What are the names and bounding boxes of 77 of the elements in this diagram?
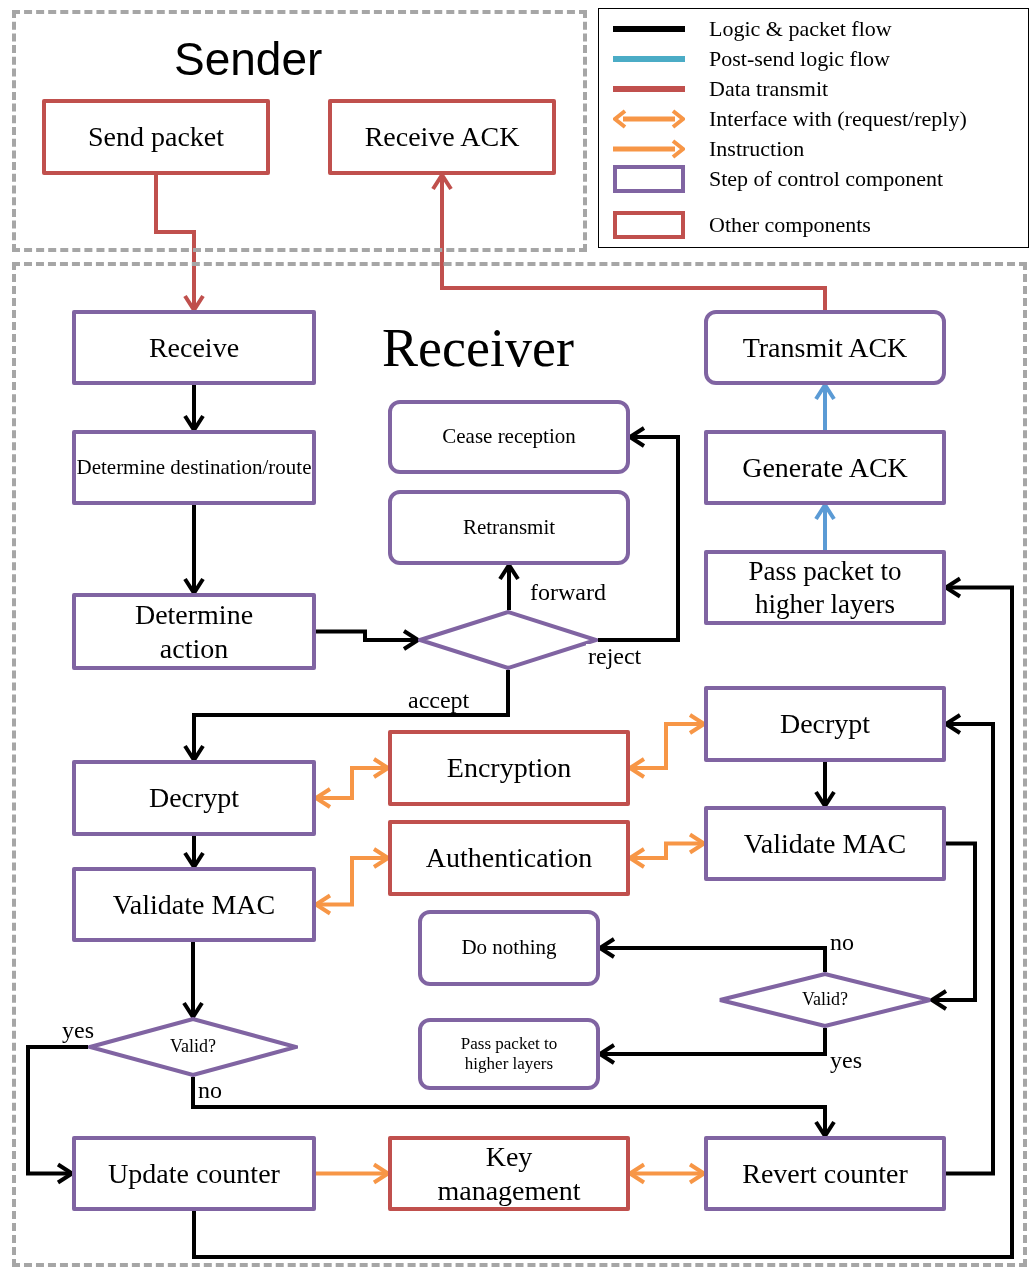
- group-title: Receiver: [382, 317, 574, 380]
- node-label: Retransmit: [462, 514, 556, 541]
- arrow: [814, 383, 836, 430]
- arrow: [598, 1028, 827, 1065]
- decision-diamond: [718, 972, 932, 1028]
- arrow: [598, 426, 680, 642]
- arrow: [814, 762, 836, 808]
- rounded-process-box: [418, 1018, 600, 1090]
- node-label: Determine destination/route: [76, 454, 312, 481]
- arrow: [930, 841, 977, 1011]
- arrow: [183, 385, 205, 432]
- rounded-process-box: [388, 490, 630, 565]
- node-label: Transmit ACK: [742, 330, 908, 365]
- arrow: [183, 670, 510, 762]
- group-title: Sender: [174, 32, 323, 87]
- arrow: [182, 942, 204, 1019]
- component-box: [328, 99, 556, 175]
- node-label: Update counter: [108, 1156, 280, 1191]
- process-box: [72, 430, 316, 505]
- component-box: [42, 99, 270, 175]
- arrow: [183, 505, 205, 595]
- process-box: [72, 593, 316, 670]
- dashed-group-frame: [12, 10, 587, 252]
- arrow: [316, 1162, 390, 1185]
- node-label: Cease reception: [442, 424, 576, 450]
- edge-label: reject: [586, 644, 644, 668]
- node-label: Receive: [148, 330, 240, 365]
- rounded-process-box: [418, 910, 600, 986]
- arrow: [316, 629, 420, 651]
- node-label: Decrypt: [148, 781, 240, 815]
- rounded-process-box: [388, 400, 630, 474]
- arrow: [598, 937, 827, 972]
- arrow: [183, 836, 205, 869]
- node-label: Do nothing: [461, 935, 557, 961]
- legend-label: Other components: [709, 214, 871, 236]
- arrow: [191, 1077, 836, 1138]
- arrow: [26, 1045, 88, 1185]
- component-box: [388, 1136, 630, 1211]
- component-box: [388, 730, 630, 806]
- legend-label: Step of control component: [709, 168, 943, 190]
- component-box: [388, 820, 630, 896]
- process-box: [72, 867, 316, 942]
- process-box: [704, 806, 946, 881]
- legend-label: Post-send logic flow: [709, 48, 890, 70]
- rounded-process-box: [704, 310, 946, 385]
- process-box: [72, 760, 316, 836]
- dashed-group-frame: [12, 262, 1027, 1267]
- legend-label: Interface with (request/reply): [709, 108, 967, 130]
- node-label: Validate MAC: [743, 826, 907, 861]
- process-box: [704, 686, 946, 762]
- node-label: Revert counter: [742, 1156, 908, 1191]
- process-box: [704, 430, 946, 505]
- node-label: Valid?: [802, 989, 848, 1011]
- node-label: Valid?: [170, 1036, 216, 1058]
- node-label: Decrypt: [779, 707, 871, 741]
- arrow: [431, 173, 827, 310]
- node-label: Pass packet to higher layers: [459, 1033, 559, 1075]
- node-label: Encryption: [446, 751, 572, 785]
- legend-label: Instruction: [709, 138, 805, 160]
- node-label: Generate ACK: [742, 450, 908, 485]
- node-label: Pass packet to higher layers: [747, 555, 903, 620]
- arrow: [498, 563, 520, 610]
- node-label: Validate MAC: [112, 887, 276, 922]
- node-label: Key management: [436, 1139, 582, 1208]
- node-label: Determine action: [133, 597, 255, 666]
- process-box: [72, 310, 316, 385]
- arrow: [814, 503, 836, 550]
- node-label: Authentication: [425, 841, 593, 875]
- process-box: [72, 1136, 316, 1211]
- arrow: [192, 576, 1014, 1259]
- legend-label: Data transmit: [709, 78, 829, 100]
- process-box: [704, 1136, 946, 1211]
- legend-label: Logic & packet flow: [709, 18, 892, 40]
- node-label: Send packet: [87, 120, 225, 154]
- arrow: [154, 175, 205, 312]
- node-label: Receive ACK: [364, 120, 520, 154]
- process-box: [704, 550, 946, 625]
